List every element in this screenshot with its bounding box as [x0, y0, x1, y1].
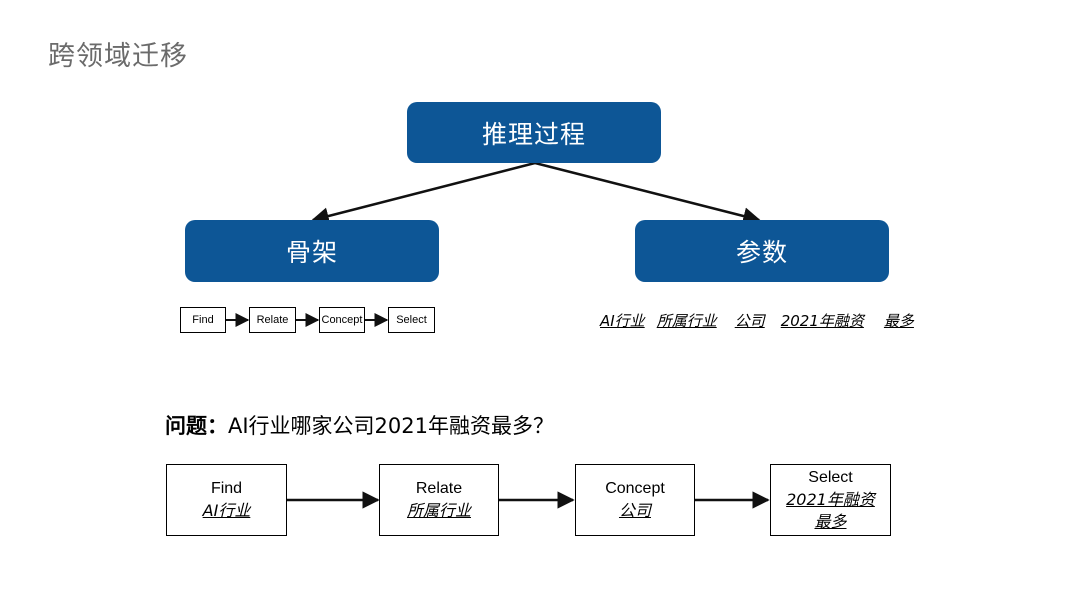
- question: 问题： AI行业哪家公司2021年融资最多？: [165, 410, 554, 440]
- flow-step-label: Relate: [415, 480, 463, 497]
- flow-step-term: 2021年融资: [786, 490, 875, 509]
- param-term: 2021年融资: [780, 312, 864, 330]
- param-term: 所属行业: [656, 312, 717, 330]
- skeleton-step-relate: Relate: [249, 307, 296, 333]
- flow-step-find: Find AI行业: [166, 464, 287, 536]
- skeleton-step-find: Find: [180, 307, 226, 333]
- slide-title: 跨领域迁移: [48, 41, 188, 72]
- skeleton-step-concept: Concept: [319, 307, 365, 333]
- flow-step-concept: Concept 公司: [575, 464, 695, 536]
- node-reasoning-process-label: 推理过程: [481, 119, 586, 149]
- flow-step-label: Find: [210, 480, 243, 497]
- tree-edge-right: [534, 161, 761, 225]
- flow-step-select: Select 2021年融资 最多: [770, 464, 891, 536]
- param-term: AI行业: [600, 312, 645, 330]
- node-skeleton: 骨架: [185, 220, 439, 282]
- tree-edge-left: [311, 161, 536, 225]
- skeleton-step-select: Select: [388, 307, 435, 333]
- flow-step-label: Select: [808, 469, 853, 486]
- param-term: 最多: [883, 312, 914, 330]
- node-reasoning-process: 推理过程: [407, 102, 661, 163]
- param-term: 公司: [734, 312, 765, 330]
- node-skeleton-label: 骨架: [285, 238, 338, 267]
- flow-step-term: 所属行业: [406, 501, 471, 520]
- flow-step-label: Concept: [605, 480, 665, 497]
- flow-step-term: AI行业: [202, 501, 251, 520]
- flow-step-relate: Relate 所属行业: [379, 464, 499, 536]
- parameter-list: AI行业 所属行业 公司 2021年融资 最多: [600, 310, 914, 331]
- node-parameters: 参数: [635, 220, 889, 282]
- node-parameters-label: 参数: [735, 238, 788, 267]
- flow-step-term-2: 最多: [814, 512, 847, 531]
- flow-step-term: 公司: [618, 501, 651, 520]
- question-text: AI行业哪家公司2021年融资最多？: [228, 414, 555, 438]
- question-label: 问题：: [165, 414, 228, 438]
